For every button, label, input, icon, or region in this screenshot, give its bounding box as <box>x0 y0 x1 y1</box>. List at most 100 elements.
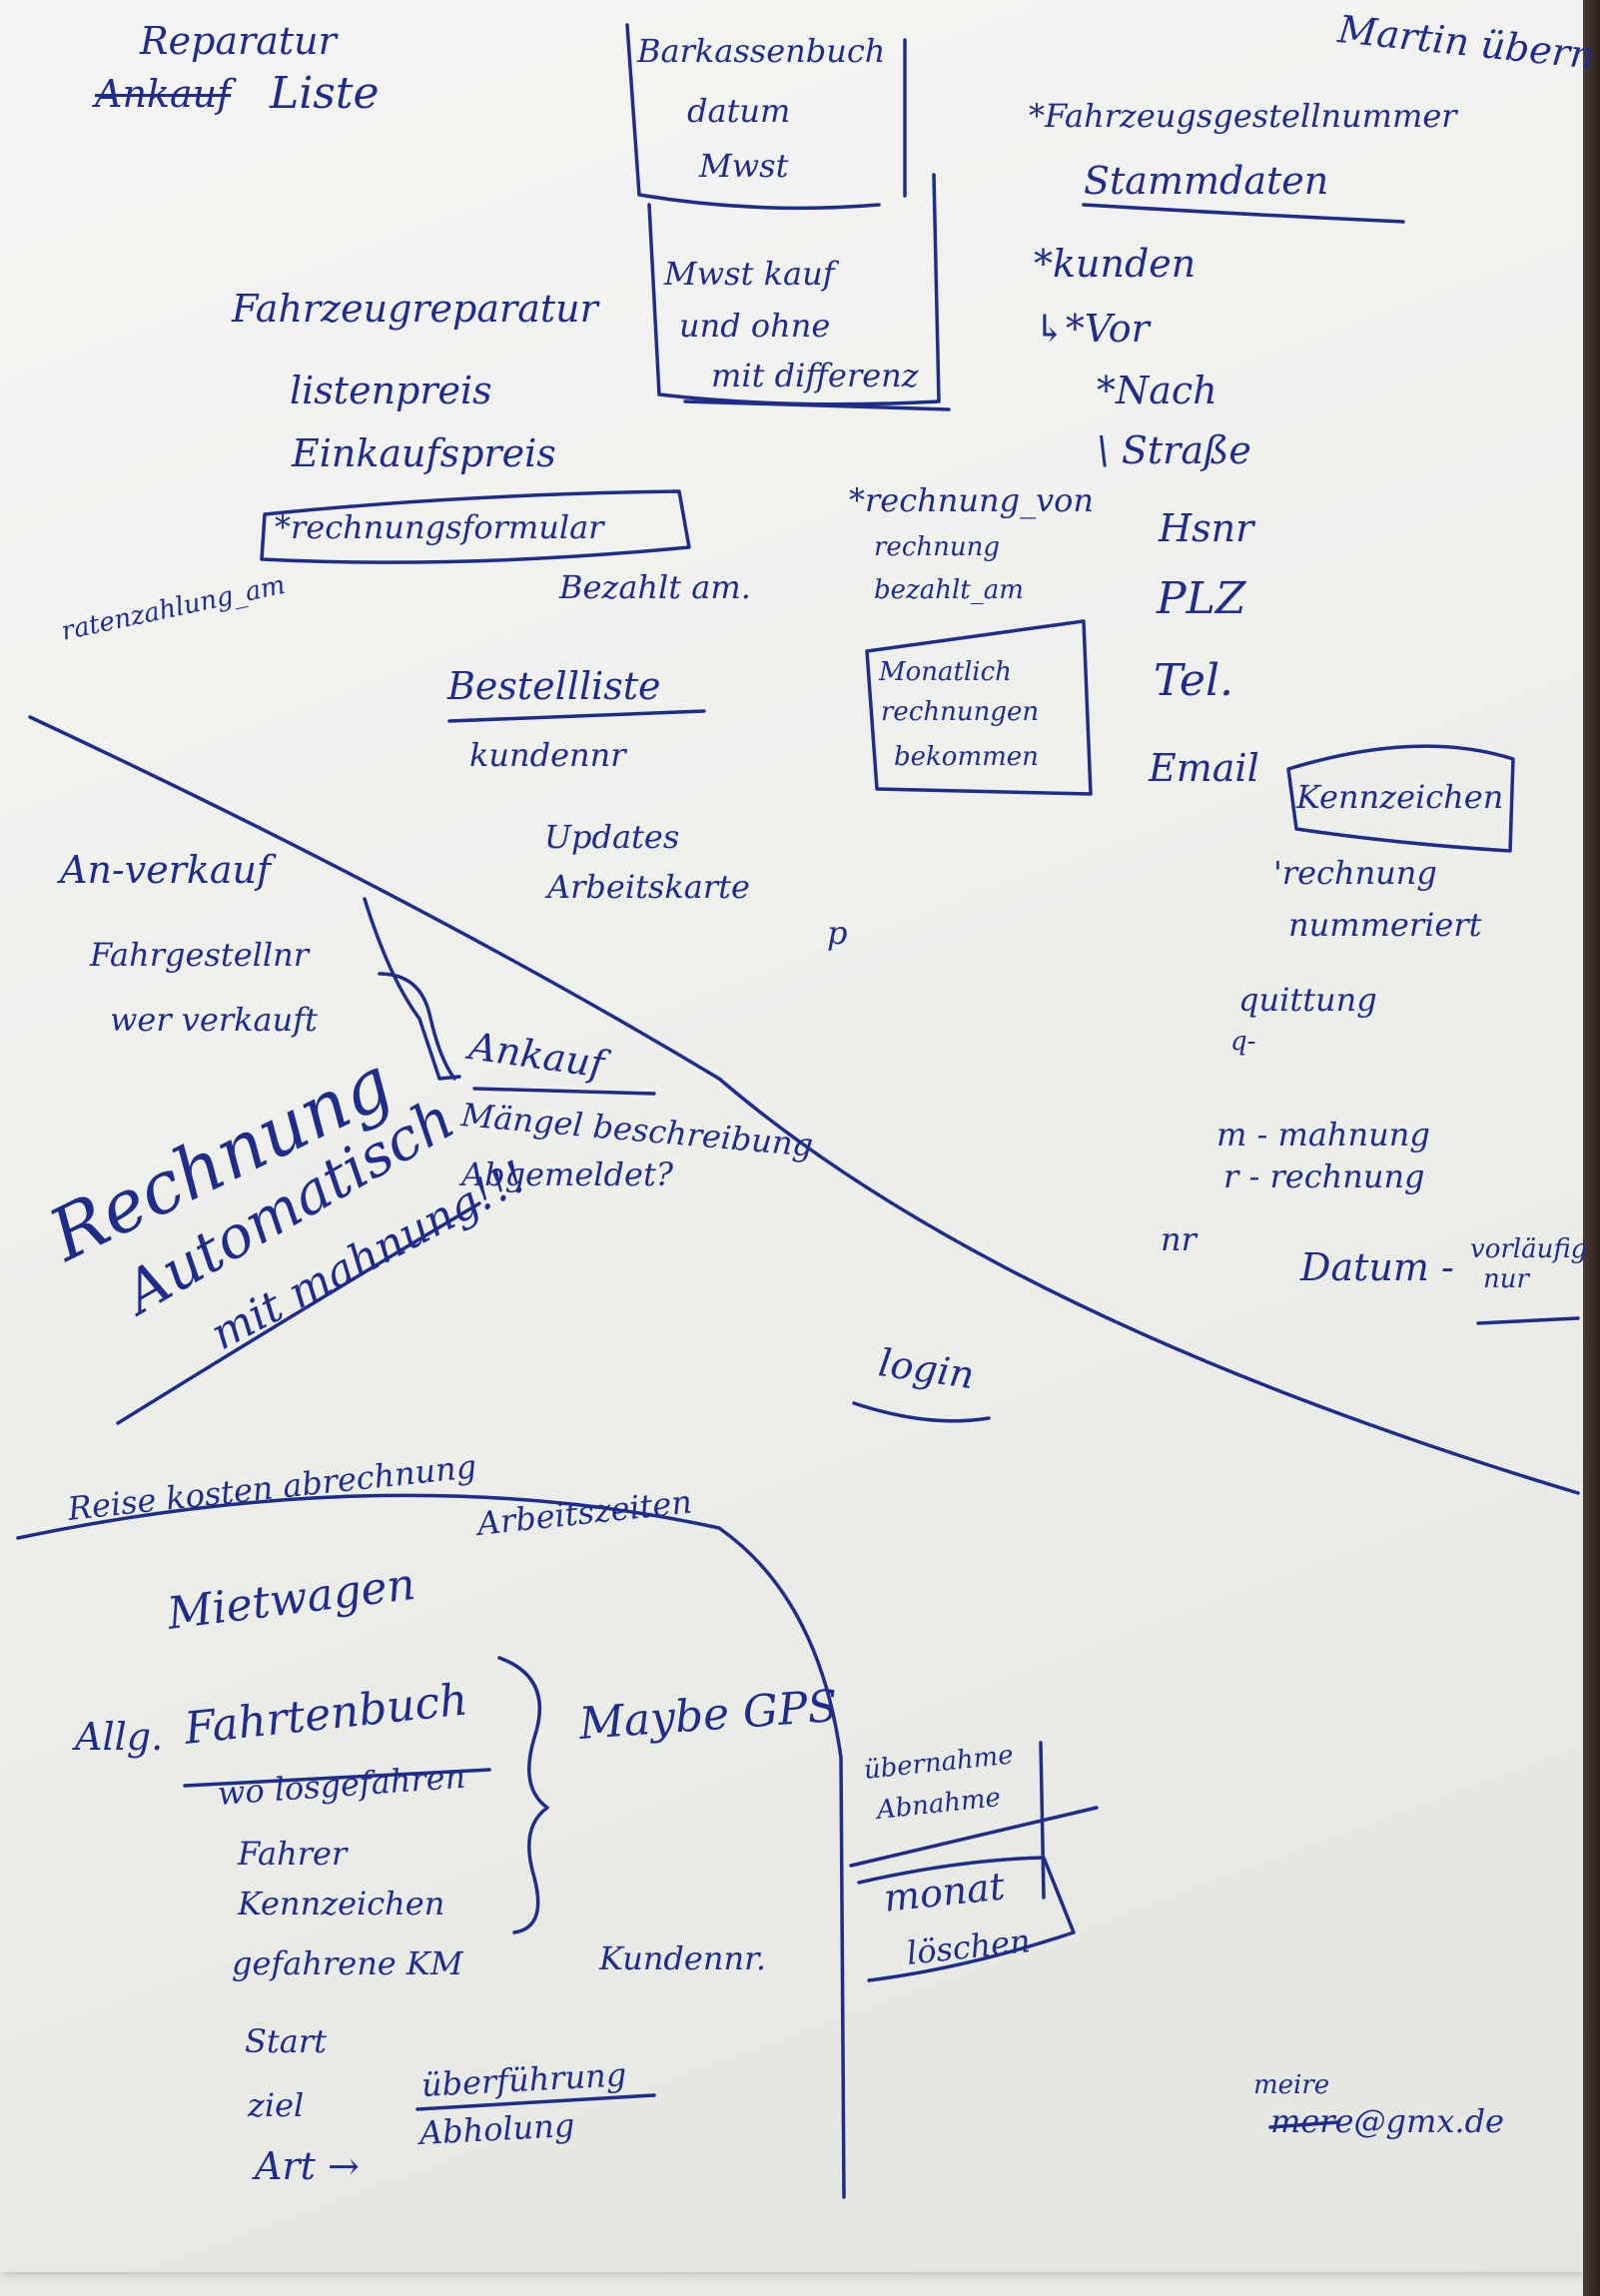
note-fahrgestellnr: Fahrgestellnr <box>90 936 310 974</box>
ankauf-brace <box>378 972 456 1081</box>
note-reisekosten: Reise kosten abrechnung <box>66 1447 478 1528</box>
note-quittung: quittung <box>1238 981 1377 1019</box>
note-barkassenbuch: Barkassenbuch <box>637 32 886 70</box>
note-bezahlt-am: Bezahlt am. <box>559 568 751 606</box>
note-ratenzahlung: ratenzahlung_am <box>58 569 289 647</box>
note-plz: PLZ <box>1157 573 1246 624</box>
table-edge <box>1583 0 1600 2296</box>
barkassenbuch-box <box>625 23 941 406</box>
note-kennzeichen: Kennzeichen <box>1296 778 1504 816</box>
note-art: Art → <box>255 2144 360 2188</box>
note-bezahlt-am-2: bezahlt_am <box>874 575 1024 605</box>
note-email-addr: mere@gmx.de <box>1270 2102 1504 2140</box>
note-datum-vorlaeufig: Datum - <box>1300 1245 1454 1289</box>
ueberfuehrung-underline <box>415 2093 656 2111</box>
note-kundennr-2: Kundennr. <box>599 1939 767 1977</box>
note-hsnr: Hsnr <box>1159 506 1254 550</box>
note-einkaufspreis: Einkaufspreis <box>292 431 556 475</box>
note-uebernahme: übernahme <box>862 1740 1015 1786</box>
fahrtenbuch-underline <box>183 1768 491 1788</box>
note-listenpreis: listenpreis <box>290 369 492 412</box>
note-fahrtenbuch: Fahrtenbuch <box>182 1674 470 1755</box>
note-bestellliste: Bestellliste <box>447 664 661 708</box>
ankauf-underline <box>472 1087 656 1096</box>
note-arbeitskarte: Arbeitskarte <box>547 868 750 906</box>
stammdaten-underline <box>1082 203 1405 224</box>
note-wo-losgefahren: wo losgefahren <box>216 1757 467 1813</box>
note-allg: Allg. <box>75 1715 164 1759</box>
note-an-verkauf: An-verkauf <box>60 848 272 892</box>
note-vor: ↳*Vor <box>1034 307 1150 351</box>
kennzeichen-box <box>1286 744 1515 853</box>
note-tel: Tel. <box>1154 655 1234 706</box>
diagonal-divider <box>28 715 1580 1495</box>
note-ziel: ziel <box>248 2086 305 2124</box>
note-fahrer: Fahrer <box>238 1835 348 1873</box>
note-kundennr: kundennr <box>469 736 626 774</box>
note-nr: nr <box>1161 1220 1197 1258</box>
mwst-underline <box>683 399 951 411</box>
note-datum: datum <box>687 92 791 130</box>
note-fahrzeuggestellnummer: *Fahrzeugsgestellnummer <box>1029 97 1457 135</box>
uebernahme-line <box>849 1806 1099 1868</box>
uebernahme-vertical <box>1039 1741 1046 1900</box>
lower-section-line <box>16 1493 846 2199</box>
note-ankauf: Ankauf <box>465 1024 607 1087</box>
note-m-mahnung: m - mahnung <box>1216 1116 1430 1153</box>
note-ankauf-struck: Ankauf <box>95 72 232 116</box>
note-mwst: Mwst <box>699 147 789 185</box>
note-und-ohne: und ohne <box>679 307 831 345</box>
note-login: login <box>875 1340 978 1398</box>
note-reparatur: Reparatur <box>140 19 337 63</box>
note-monatlich-3: bekommen <box>894 742 1039 772</box>
note-start: Start <box>245 2022 328 2060</box>
note-kunden: *kunden <box>1034 242 1197 286</box>
note-martin-uebern: Martin übern <box>1335 7 1597 78</box>
note-wer-verkauft: wer verkauft <box>110 1001 318 1039</box>
note-maybe-gps: Maybe GPS <box>577 1680 840 1750</box>
note-gefahrene-km: gefahrene KM <box>232 1944 463 1982</box>
note-r-rechnung: r - rechnung <box>1223 1157 1425 1195</box>
ankauf-arrow <box>363 897 461 1081</box>
note-abholung: Abholung <box>418 2105 576 2152</box>
note-stammdaten: Stammdaten <box>1084 159 1329 203</box>
note-ueberfuehrung: überführung <box>420 2055 628 2104</box>
monatlich-box <box>865 619 1093 796</box>
note-updates: Updates <box>544 818 680 856</box>
note-strasse: \ Straße <box>1097 428 1251 472</box>
note-monatlich-2: rechnungen <box>881 697 1040 727</box>
note-fahrzeugreparatur: Fahrzeugreparatur <box>232 287 598 331</box>
note-rechnung-nummeriert-2: nummeriert <box>1288 906 1482 944</box>
fahrtenbuch-brace <box>497 1656 549 1934</box>
note-monatlich-1: Monatlich <box>879 657 1012 687</box>
note-vorlaeufig: vorläufig <box>1470 1234 1588 1264</box>
note-p-mark: p <box>827 914 848 952</box>
note-liste: Liste <box>270 68 380 119</box>
note-arbeitszeiten: Arbeitszeiten <box>475 1482 694 1543</box>
note-kennzeichen-2: Kennzeichen <box>238 1885 445 1922</box>
note-email-prefix: meire <box>1253 2070 1330 2100</box>
note-rechnung: rechnung <box>874 532 1001 562</box>
bestellliste-strike <box>1476 1316 1580 1325</box>
note-abgemeldet: Abgemeldet? <box>461 1155 673 1193</box>
note-nach: *Nach <box>1097 369 1217 412</box>
note-rechnung-nummeriert-1: 'rechnung <box>1273 854 1437 892</box>
note-mietwagen: Mietwagen <box>164 1558 418 1640</box>
note-loeschen: löschen <box>905 1921 1033 1972</box>
bestellliste-underline <box>447 709 706 723</box>
rechnungsformular-box <box>260 489 691 564</box>
note-nur: nur <box>1483 1264 1529 1294</box>
note-email: Email <box>1149 746 1259 790</box>
note-q-dash: q- <box>1230 1027 1256 1057</box>
rechnung-divider <box>116 1201 481 1425</box>
monat-box <box>857 1856 1076 1982</box>
note-abnahme: Abnahme <box>875 1783 1003 1826</box>
note-monat: monat <box>881 1864 1007 1920</box>
email-strike <box>1268 2120 1340 2129</box>
note-rechnungsformular: *rechnungsformular <box>275 508 604 546</box>
note-mwst-kauf: Mwst kauf <box>664 255 835 293</box>
note-mit-differenz: mit differenz <box>711 357 919 394</box>
login-curve <box>852 1401 991 1423</box>
note-mangel: Mängel beschreibung <box>459 1096 815 1164</box>
